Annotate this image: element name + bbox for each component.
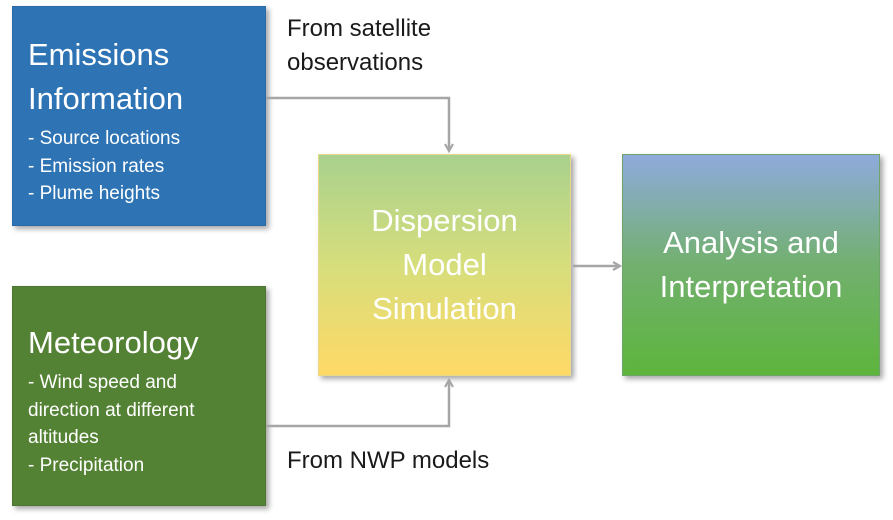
dispersion-model-box: Dispersion Model Simulation (318, 154, 571, 376)
emissions-item-plume-heights: - Plume heights (28, 183, 161, 204)
dispersion-label-line2: Model (402, 247, 487, 282)
emissions-list: - Source locations - Emission rates - Pl… (28, 125, 265, 208)
analysis-label-line1: Analysis and (663, 225, 839, 260)
meteorology-item-wind-line2: direction at different (28, 399, 195, 421)
arrow-meteorology-to-dispersion (266, 381, 449, 428)
dispersion-label: Dispersion Model Simulation (319, 199, 570, 331)
meteorology-list: - Wind speed and direction at different … (28, 369, 265, 479)
dispersion-label-line3: Simulation (372, 291, 517, 326)
meteorology-box: Meteorology - Wind speed and direction a… (12, 286, 266, 506)
meteorology-item-precipitation: - Precipitation (28, 454, 145, 476)
dispersion-label-line1: Dispersion (371, 203, 518, 238)
satellite-note: From satellite observations (287, 15, 432, 76)
arrow-emissions-to-dispersion (266, 96, 449, 150)
meteorology-item-wind-line1: - Wind speed and (28, 372, 177, 393)
emissions-title-line2: Information (28, 81, 184, 116)
emissions-information-box: Emissions Information - Source locations… (12, 6, 266, 226)
meteorology-title: Meteorology (28, 325, 199, 360)
nwp-note: From NWP models (287, 447, 490, 474)
emissions-item-source-locations: - Source locations (28, 128, 181, 149)
emissions-title-line1: Emissions (28, 37, 170, 72)
emissions-item-emission-rates: - Emission rates (28, 155, 165, 177)
analysis-label: Analysis and Interpretation (623, 221, 879, 309)
meteorology-item-wind-line3: altitudes (28, 427, 99, 448)
analysis-label-line2: Interpretation (659, 269, 843, 304)
analysis-box: Analysis and Interpretation (622, 154, 880, 376)
